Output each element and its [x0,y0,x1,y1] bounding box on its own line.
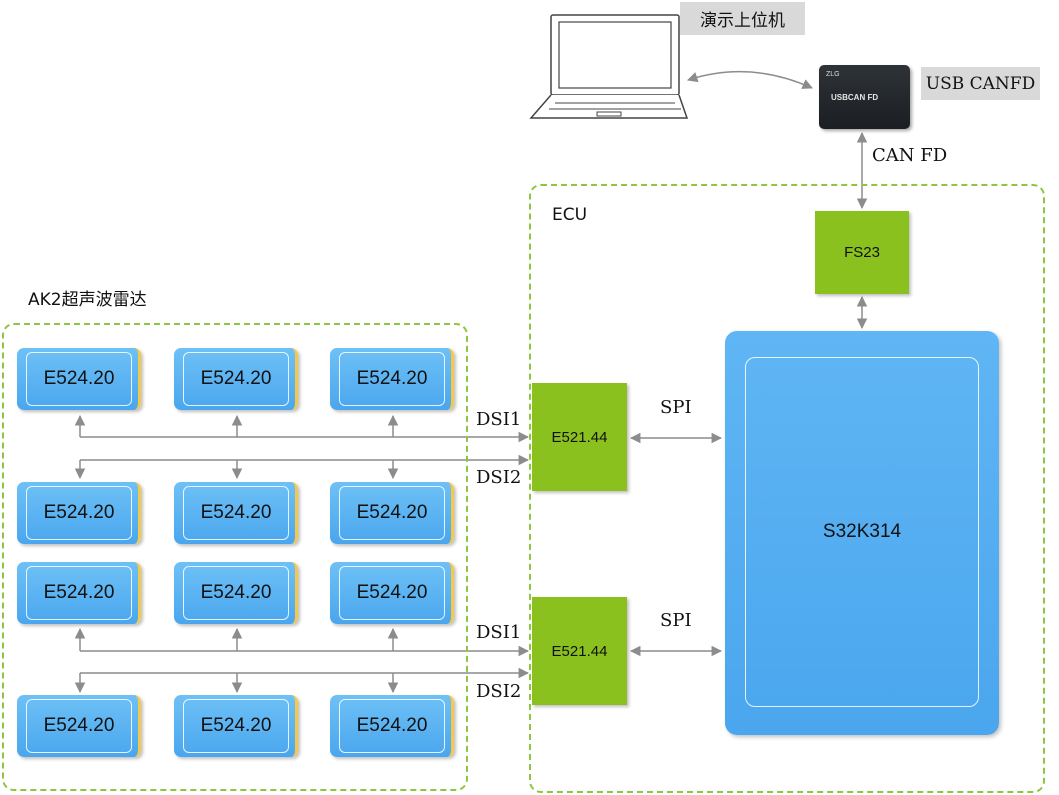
laptop-icon [529,14,689,119]
usbcanfd-label: USB CANFD [921,67,1040,100]
sensor-r2-c1: E524.20 [17,482,141,544]
usbcanfd-device-icon: ZLG USBCAN FD [819,65,910,129]
driver-block-1: E521.44 [532,383,627,491]
fs23-block: FS23 [815,211,909,294]
driver-block-2: E521.44 [532,597,627,705]
dsi1-label-1: DSI1 [476,409,522,430]
mcu-label: S32K314 [745,357,979,707]
sensor-r2-c3: E524.20 [330,482,454,544]
radar-group [2,323,468,791]
sensor-r2-c2: E524.20 [174,482,298,544]
ecu-group [529,184,1045,793]
dsi2-label-1: DSI2 [476,467,522,488]
mcu-block: S32K314 [725,331,999,735]
sensor-label: E524.20 [339,486,445,540]
sensor-r3-c1: E524.20 [17,562,141,624]
usbcanfd-model: USBCAN FD [831,93,879,102]
spi-label-2: SPI [660,610,692,631]
ecu-label: ECU [552,205,588,225]
sensor-label: E524.20 [339,566,445,620]
sensor-label: E524.20 [339,699,445,753]
radar-label: AK2超声波雷达 [28,290,147,310]
sensor-r1-c2: E524.20 [174,348,298,410]
sensor-r4-c3: E524.20 [330,695,454,757]
sensor-label: E524.20 [339,352,445,406]
sensor-label: E524.20 [183,566,289,620]
laptop-usb-link [687,70,813,89]
sensor-label: E524.20 [183,352,289,406]
spi-label-1: SPI [660,397,692,418]
sensor-label: E524.20 [26,486,132,540]
sensor-label: E524.20 [183,486,289,540]
sensor-label: E524.20 [26,352,132,406]
sensor-r3-c2: E524.20 [174,562,298,624]
sensor-label: E524.20 [26,699,132,753]
sensor-label: E524.20 [26,566,132,620]
sensor-r4-c2: E524.20 [174,695,298,757]
laptop-label: 演示上位机 [680,2,805,35]
dsi2-label-2: DSI2 [476,681,522,702]
dsi1-label-2: DSI1 [476,622,522,643]
sensor-r1-c3: E524.20 [330,348,454,410]
sensor-r3-c3: E524.20 [330,562,454,624]
sensor-r4-c1: E524.20 [17,695,141,757]
canfd-label: CAN FD [872,145,948,166]
sensor-label: E524.20 [183,699,289,753]
sensor-r1-c1: E524.20 [17,348,141,410]
usbcanfd-brand: ZLG [826,71,840,78]
